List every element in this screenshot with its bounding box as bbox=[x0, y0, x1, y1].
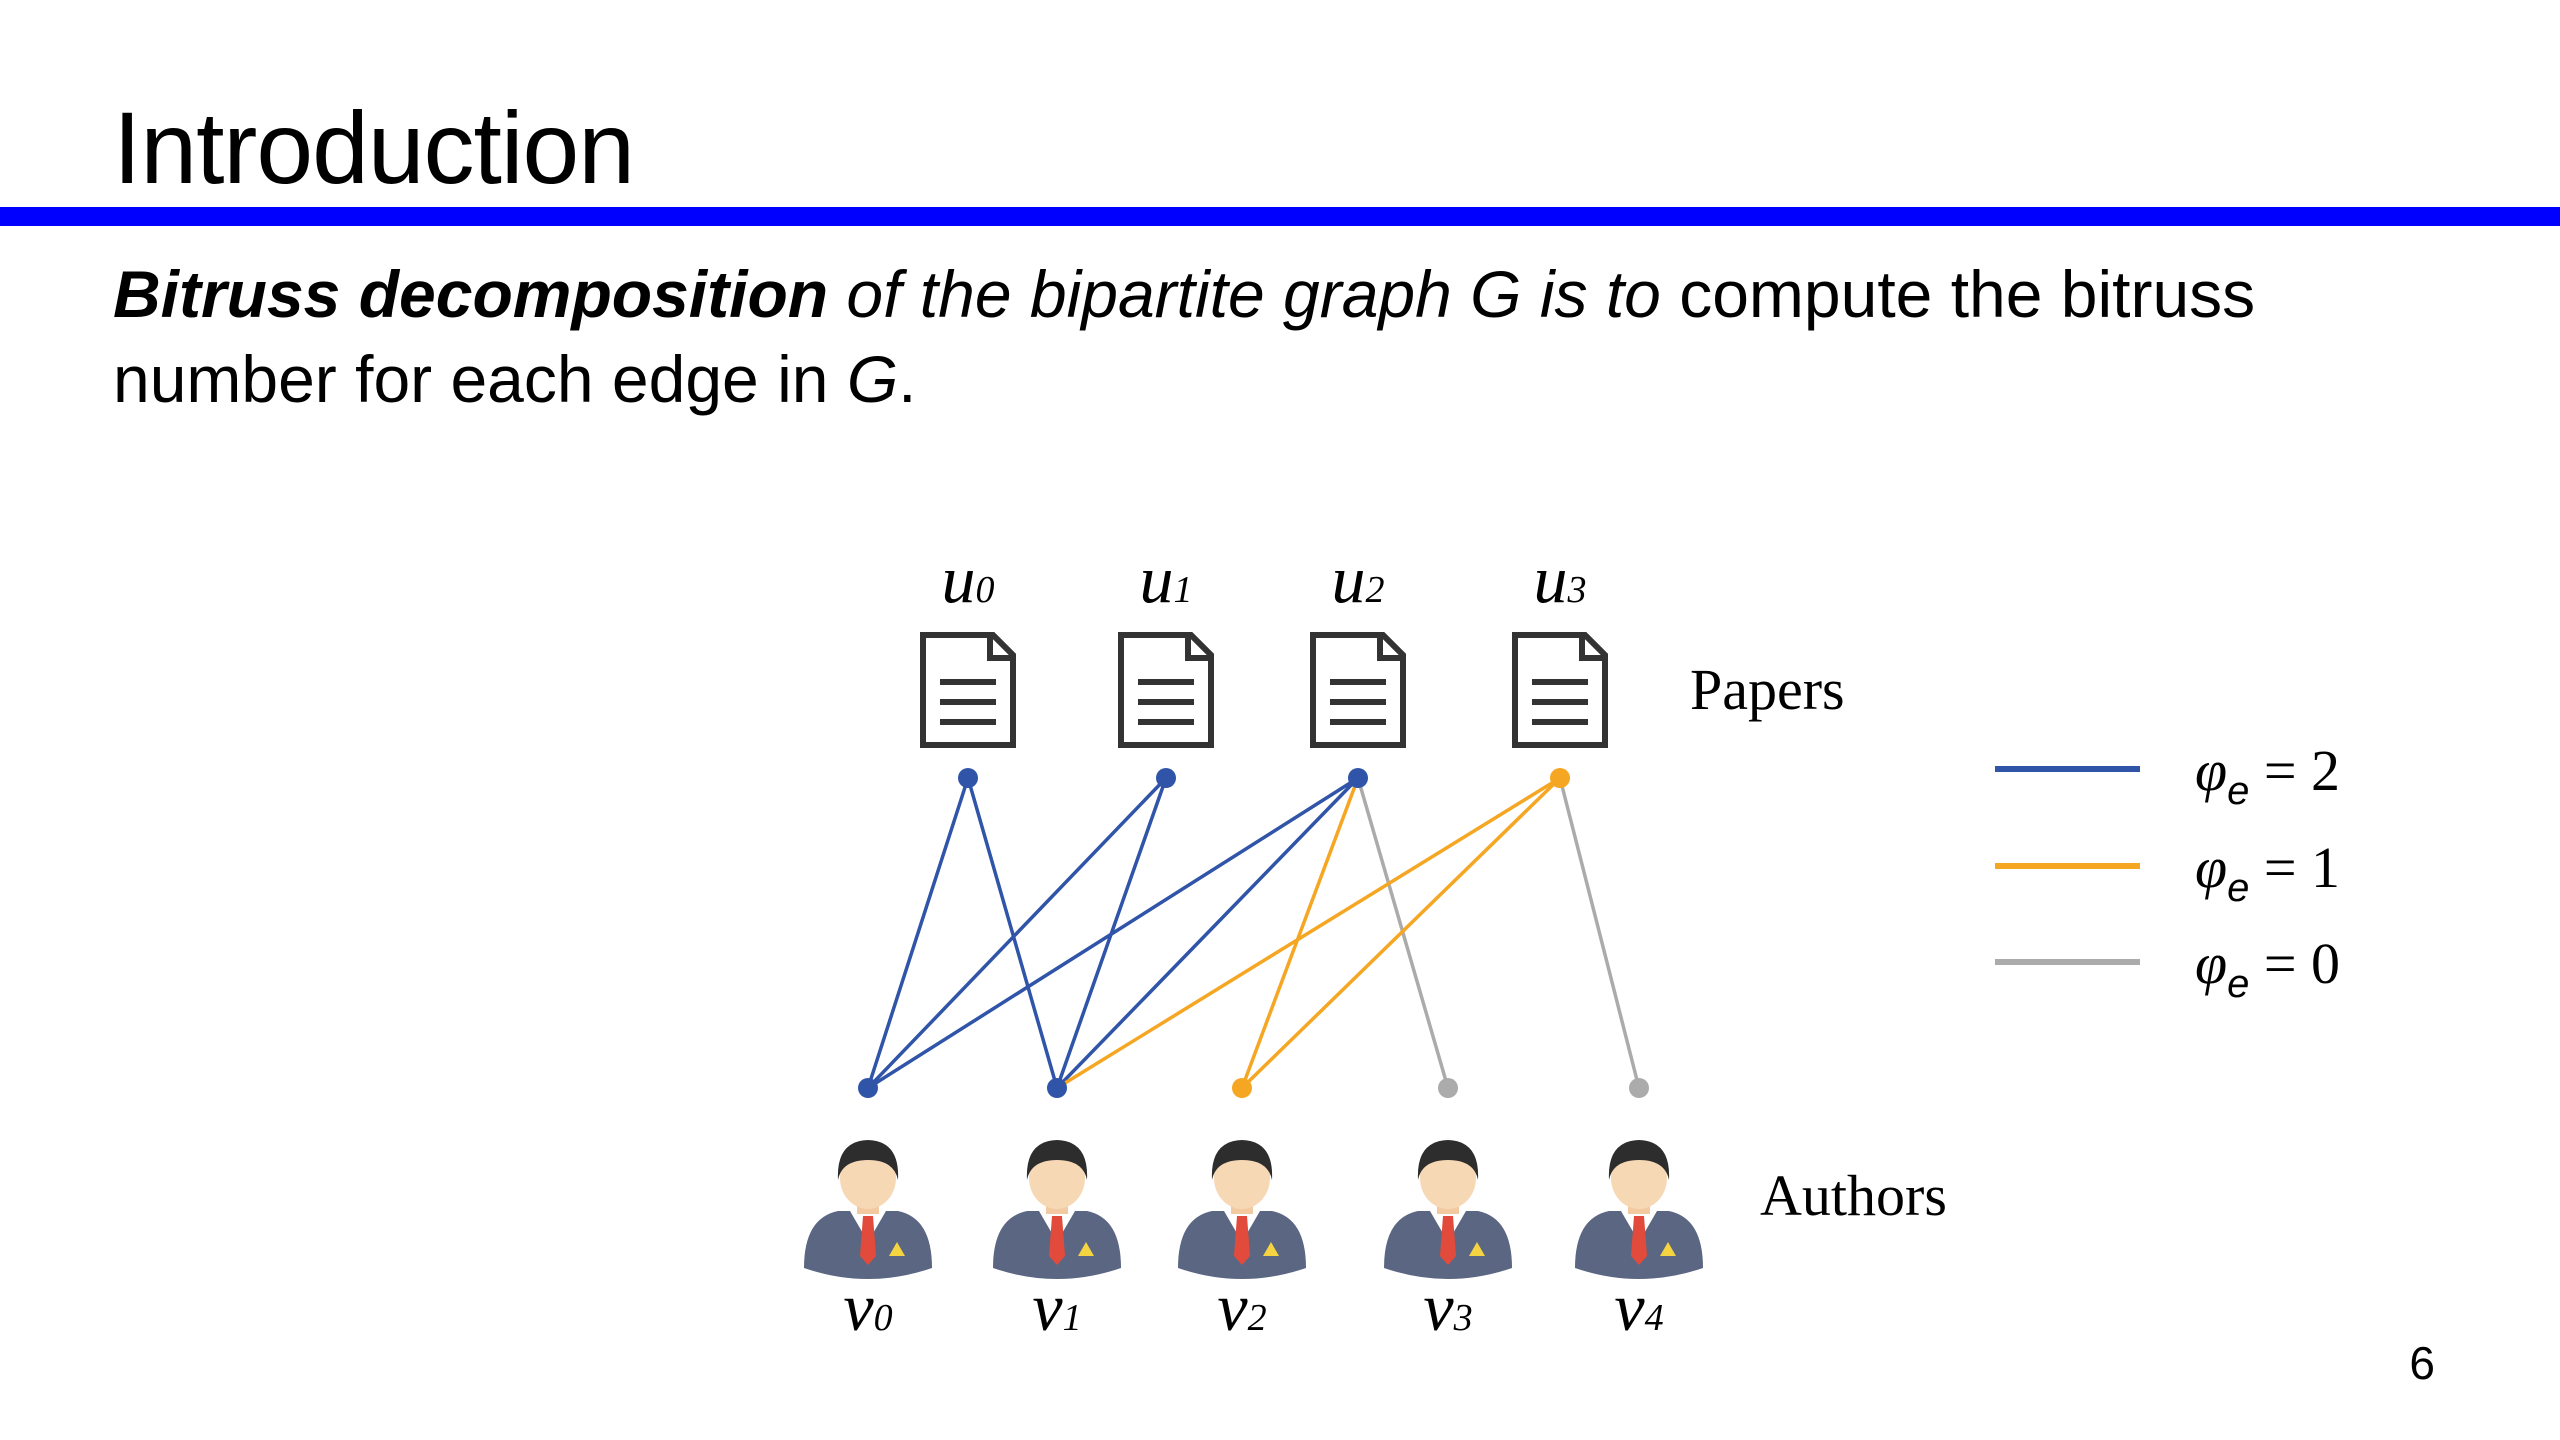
paper-label-u3: u3 bbox=[1534, 541, 1587, 617]
edge-u2-v2 bbox=[1242, 778, 1358, 1088]
papers-label: Papers bbox=[1690, 657, 1845, 722]
edge-u2-v1 bbox=[1057, 778, 1358, 1088]
document-icon bbox=[1515, 635, 1605, 745]
edge-u2-v0 bbox=[868, 778, 1358, 1088]
edge-u3-v2 bbox=[1242, 778, 1560, 1088]
edge-u0-v0 bbox=[868, 778, 968, 1088]
author-label-v1: v1 bbox=[1032, 1269, 1081, 1345]
paper-node-u3 bbox=[1550, 768, 1570, 788]
person-icon bbox=[1575, 1140, 1703, 1279]
author-label-v2: v2 bbox=[1217, 1269, 1266, 1345]
paper-node-u0 bbox=[958, 768, 978, 788]
paper-label-u2: u2 bbox=[1332, 541, 1385, 617]
person-icon bbox=[993, 1140, 1121, 1279]
document-icon bbox=[923, 635, 1013, 745]
paper-node-u2 bbox=[1348, 768, 1368, 788]
author-node-v0 bbox=[858, 1078, 878, 1098]
legend-label-1: φe = 1 bbox=[2195, 835, 2340, 910]
person-icon bbox=[1178, 1140, 1306, 1279]
edge-u3-v4 bbox=[1560, 778, 1639, 1088]
person-icon bbox=[1384, 1140, 1512, 1279]
paper-label-u1: u1 bbox=[1140, 541, 1193, 617]
author-node-v1 bbox=[1047, 1078, 1067, 1098]
authors-label: Authors bbox=[1760, 1163, 1947, 1228]
legend-label-2: φe = 2 bbox=[2195, 738, 2340, 813]
author-label-v4: v4 bbox=[1614, 1269, 1663, 1345]
edge-u3-v1 bbox=[1057, 778, 1560, 1088]
author-node-v3 bbox=[1438, 1078, 1458, 1098]
edge-u1-v0 bbox=[868, 778, 1166, 1088]
phi-legend: φe = 2 φe = 1 φe = 0 bbox=[1995, 738, 2340, 1006]
page-number: 6 bbox=[2380, 1335, 2435, 1391]
edge-u0-v1 bbox=[968, 778, 1057, 1088]
document-icon bbox=[1121, 635, 1211, 745]
paper-label-u0: u0 bbox=[942, 541, 995, 617]
person-icon bbox=[804, 1140, 932, 1279]
author-label-v3: v3 bbox=[1423, 1269, 1472, 1345]
author-label-v0: v0 bbox=[843, 1269, 892, 1345]
author-node-v4 bbox=[1629, 1078, 1649, 1098]
paper-node-u1 bbox=[1156, 768, 1176, 788]
author-node-v2 bbox=[1232, 1078, 1252, 1098]
edge-layer bbox=[868, 778, 1639, 1088]
legend-label-0: φe = 0 bbox=[2195, 931, 2340, 1006]
node-layer: u0 u1 u2 u3 v0 v1 v2 v3 v4 bbox=[804, 541, 1703, 1345]
document-icon bbox=[1313, 635, 1403, 745]
